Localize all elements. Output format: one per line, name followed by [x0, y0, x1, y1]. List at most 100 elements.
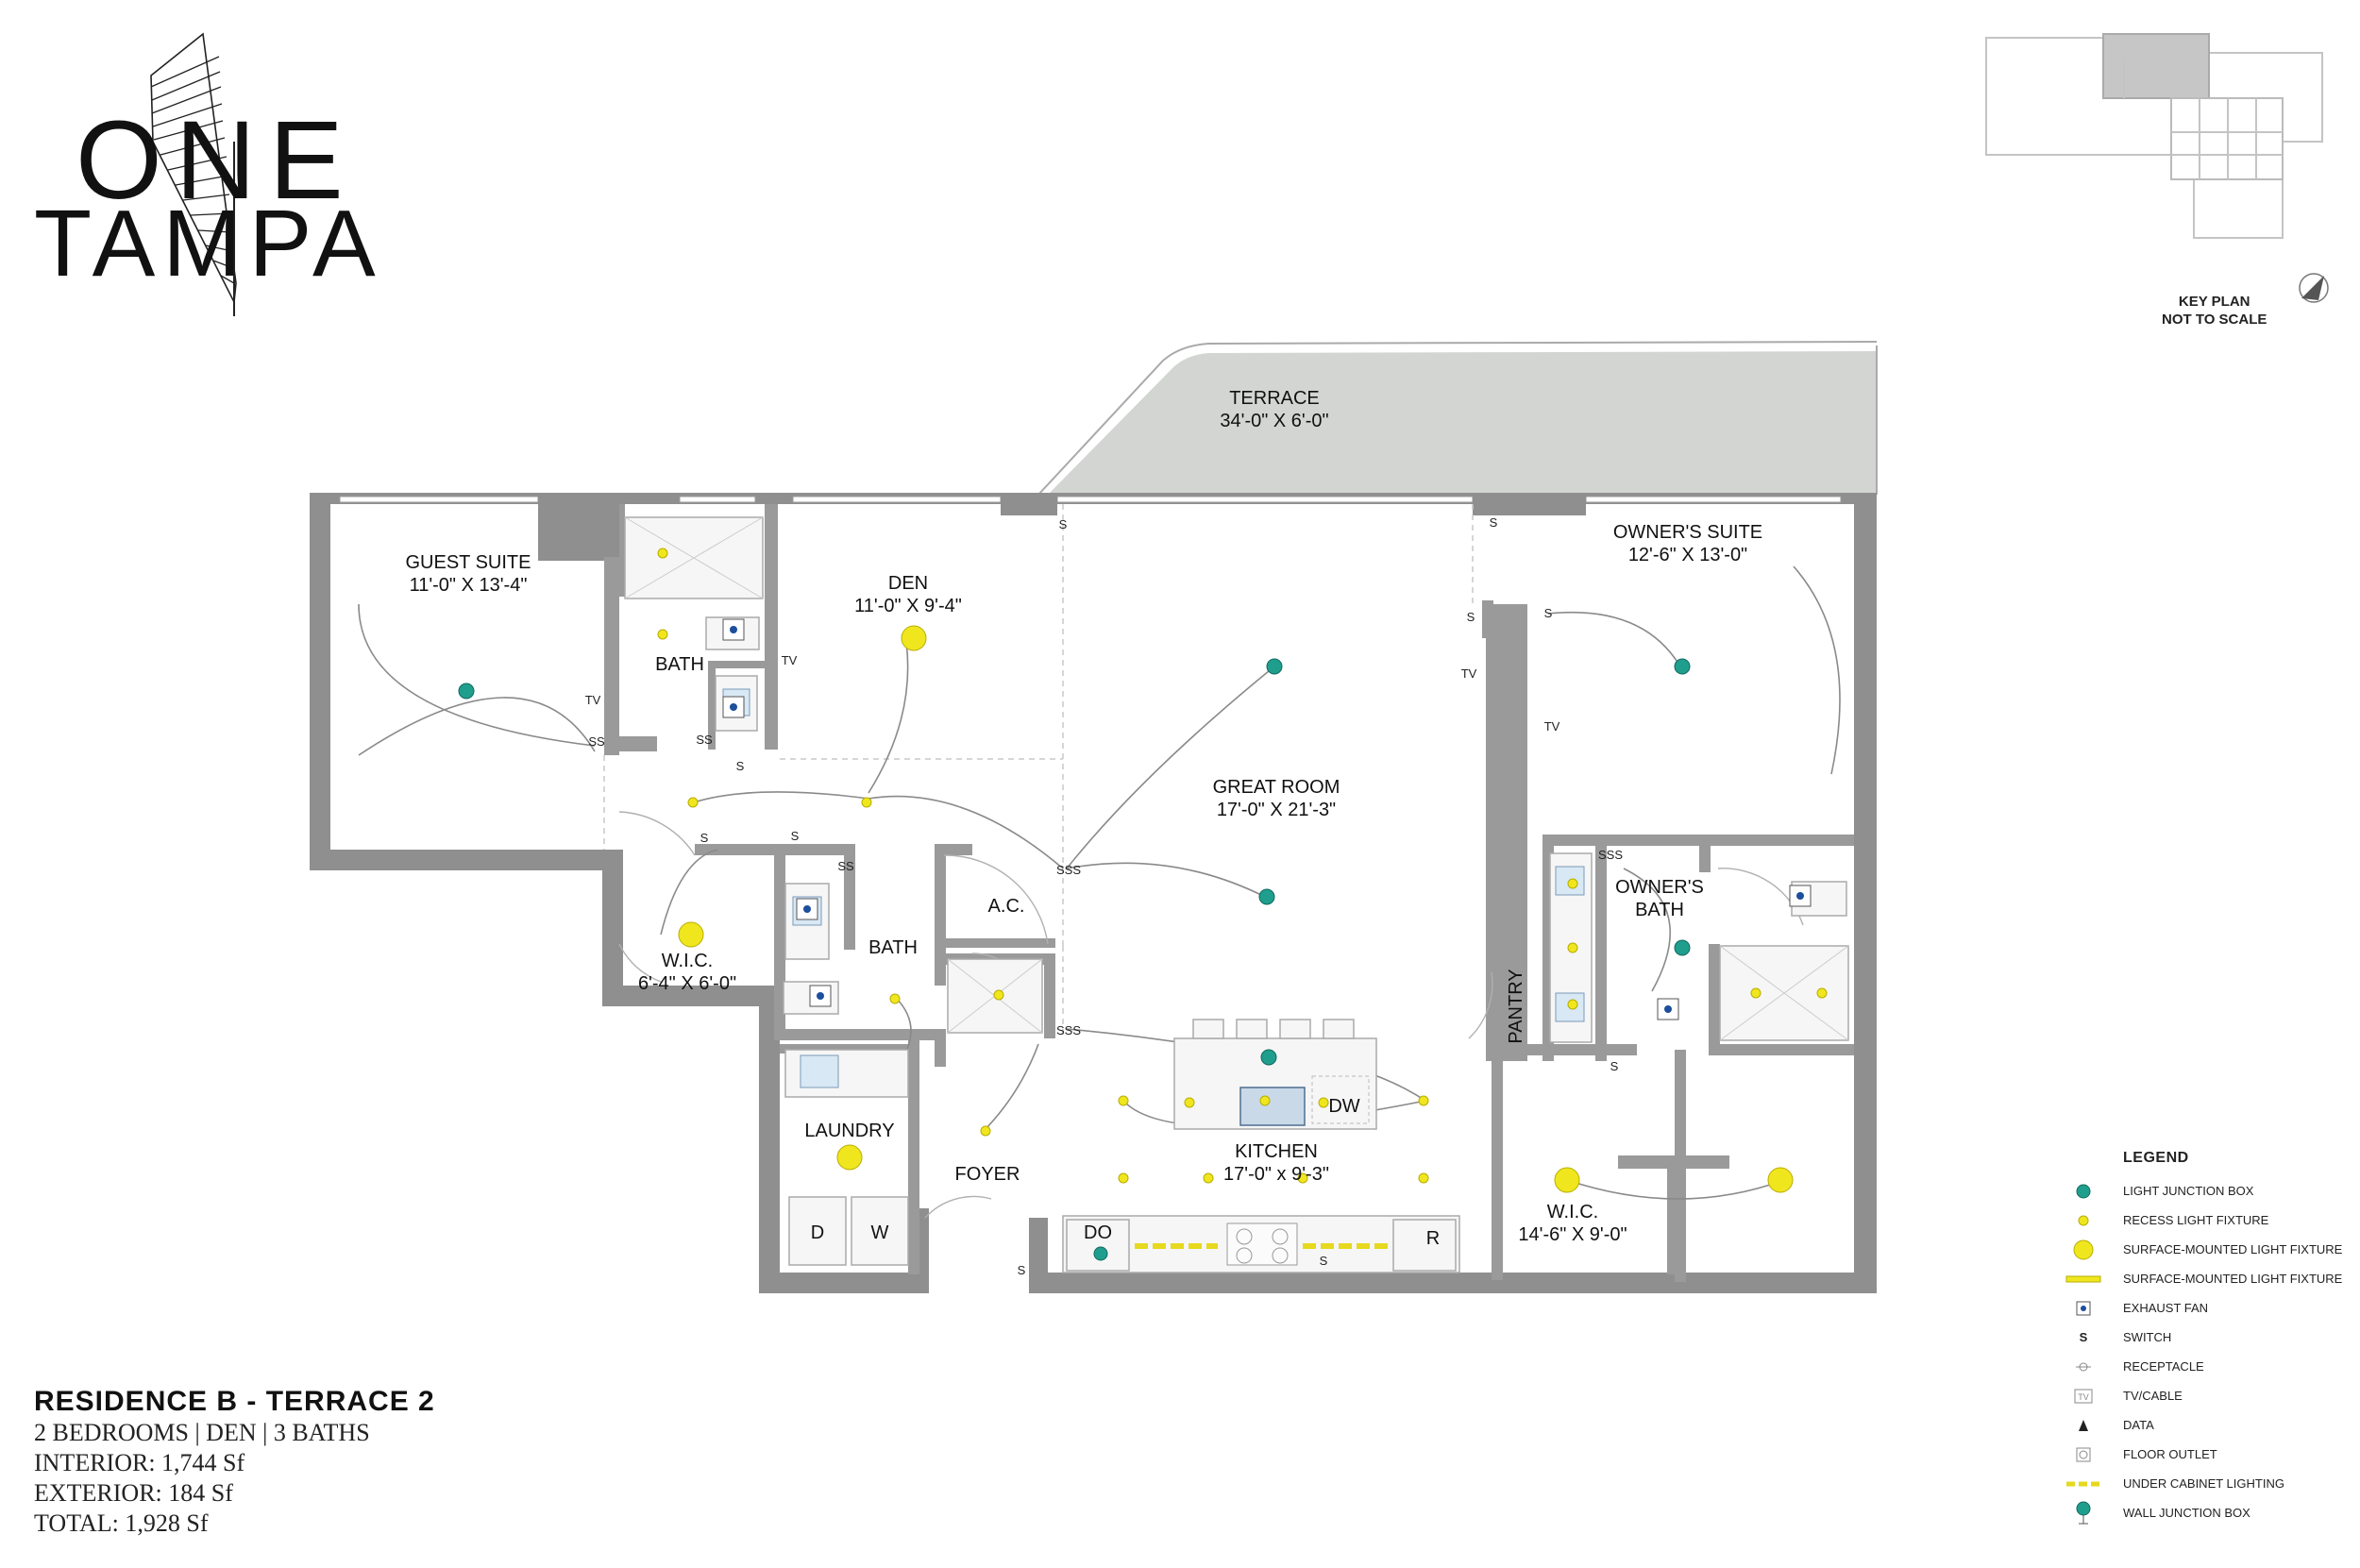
guest-suite-label: GUEST SUITE [406, 552, 531, 573]
svg-text:S: S [1467, 610, 1475, 624]
legend-item: FLOOR OUTLET [2063, 1440, 2346, 1469]
owners-suite-label: OWNER'S SUITE [1613, 522, 1762, 543]
tv-cable-icon: TV [2063, 1385, 2104, 1408]
double-oven-label: DO [1084, 1222, 1112, 1243]
wic-small-label: W.I.C. [662, 951, 713, 971]
surface-light-wic-small [678, 921, 704, 948]
surface-light-den [901, 625, 927, 651]
legend-item: TV TV/CABLE [2063, 1381, 2346, 1410]
surface-light-linear-icon [2063, 1268, 2104, 1290]
svg-text:SS: SS [696, 733, 713, 747]
logo-word-tampa: TAMPA [34, 191, 383, 296]
washer-label: W [871, 1222, 889, 1243]
surface-light-wic-left [1554, 1167, 1580, 1193]
switch-icon: S [2079, 1330, 2088, 1344]
tower-graphic [150, 32, 237, 316]
legend-item: RECESS LIGHT FIXTURE [2063, 1206, 2346, 1235]
svg-text:S: S [700, 831, 709, 845]
key-plan [1985, 33, 2323, 239]
svg-text:TV: TV [2078, 1392, 2089, 1402]
kitchen-label: KITCHEN [1235, 1141, 1318, 1162]
surface-light-round-icon [2063, 1239, 2104, 1261]
legend: LEGEND LIGHT JUNCTION BOX RECESS LIGHT F… [2063, 1150, 2346, 1527]
junction-box-icon [2063, 1180, 2104, 1203]
guest-suite-dims: 11'-0" X 13'-4" [410, 575, 528, 596]
surface-light-laundry [836, 1144, 863, 1171]
residence-title: RESIDENCE B - TERRACE 2 [34, 1386, 435, 1417]
svg-text:TV: TV [782, 653, 798, 667]
hall-bath-label: BATH [868, 937, 918, 958]
owners-bath-label: OWNER'S [1615, 877, 1704, 898]
den-label: DEN [888, 573, 928, 594]
surface-light-wic-right [1767, 1167, 1794, 1193]
exhaust-fan-icon [2063, 1297, 2104, 1320]
svg-text:SS: SS [588, 734, 605, 749]
zone-lines [603, 504, 1474, 1038]
svg-text:S: S [1320, 1254, 1328, 1268]
receptacle-icon [2063, 1356, 2104, 1378]
north-arrow-icon [2299, 273, 2329, 303]
foyer-label: FOYER [955, 1164, 1020, 1185]
wic-large-label: W.I.C. [1547, 1202, 1598, 1222]
svg-text:S: S [1018, 1263, 1026, 1277]
owners-suite-dims: 12'-6" X 13'-0" [1628, 545, 1747, 565]
residence-exterior: EXTERIOR: 184 Sf [34, 1479, 233, 1507]
legend-item: RECEPTACLE [2063, 1352, 2346, 1381]
residence-interior: INTERIOR: 1,744 Sf [34, 1449, 245, 1476]
dishwasher-label: DW [1328, 1096, 1359, 1117]
svg-text:S: S [1610, 1059, 1619, 1073]
svg-text:SSS: SSS [1056, 1023, 1081, 1037]
key-plan-title: KEY PLAN [2178, 294, 2250, 310]
residence-total: TOTAL: 1,928 Sf [34, 1509, 209, 1537]
terrace [1037, 341, 1878, 496]
svg-text:SS: SS [837, 859, 854, 873]
terrace-label: TERRACE [1229, 388, 1320, 409]
pantry-label: PANTRY [1506, 969, 1526, 1043]
ac-label: A.C. [988, 896, 1025, 917]
svg-text:S: S [736, 759, 745, 773]
floor-outlet-icon [2063, 1443, 2104, 1466]
data-icon [2063, 1414, 2104, 1437]
legend-item: EXHAUST FAN [2063, 1293, 2346, 1323]
legend-item: SURFACE-MOUNTED LIGHT FIXTURE [2063, 1264, 2346, 1293]
great-room-dims: 17'-0" X 21'-3" [1217, 800, 1336, 820]
logo-word-one: ONE [76, 98, 357, 223]
key-plan-label: KEY PLAN NOT TO SCALE [2162, 293, 2267, 329]
room-labels: GUEST SUITE 11'-0" X 13'-4" BATH DEN 11'… [406, 522, 1763, 1245]
svg-text:TV: TV [585, 693, 601, 707]
lights [458, 548, 1828, 1261]
switches: SS SS S S S SS SSS SSS S S S S SSS S S S… [585, 515, 1624, 1277]
terrace-dims: 34'-0" X 6'-0" [1220, 411, 1328, 431]
refrigerator-label: R [1426, 1228, 1440, 1249]
wall-junction-box-icon [2063, 1501, 2104, 1525]
legend-item: LIGHT JUNCTION BOX [2063, 1176, 2346, 1206]
legend-title: LEGEND [2123, 1150, 2189, 1166]
svg-text:SSS: SSS [1056, 863, 1081, 877]
owners-bath-label-2: BATH [1635, 900, 1684, 920]
one-tampa-logo: ONE TAMPA [34, 32, 383, 316]
svg-text:S: S [791, 829, 800, 843]
interior-walls [604, 504, 1854, 1282]
svg-text:TV: TV [1544, 719, 1560, 733]
svg-text:S: S [1490, 515, 1498, 530]
dryer-label: D [811, 1222, 824, 1243]
recess-light-icon [2063, 1209, 2104, 1232]
residence-rooms: 2 BEDROOMS | DEN | 3 BATHS [34, 1419, 370, 1446]
svg-text:S: S [1544, 606, 1553, 620]
legend-item: DATA [2063, 1410, 2346, 1440]
residence-info: RESIDENCE B - TERRACE 2 2 BEDROOMS | DEN… [34, 1386, 435, 1539]
great-room-label: GREAT ROOM [1213, 777, 1340, 798]
wic-large-dims: 14'-6" X 9'-0" [1518, 1224, 1627, 1245]
svg-text:TV: TV [1461, 666, 1477, 681]
kitchen-dims: 17'-0" x 9'-3" [1223, 1164, 1329, 1185]
svg-text:S: S [1059, 517, 1068, 531]
den-dims: 11'-0" X 9'-4" [854, 596, 962, 616]
legend-item: SURFACE-MOUNTED LIGHT FIXTURE [2063, 1235, 2346, 1264]
legend-item: WALL JUNCTION BOX [2063, 1498, 2346, 1527]
under-cabinet-light-icon [2063, 1473, 2104, 1495]
svg-text:SSS: SSS [1598, 848, 1623, 862]
guest-bath-label: BATH [655, 654, 704, 675]
laundry-label: LAUNDRY [804, 1121, 894, 1141]
wic-small-dims: 6'-4" X 6'-0" [638, 973, 736, 994]
